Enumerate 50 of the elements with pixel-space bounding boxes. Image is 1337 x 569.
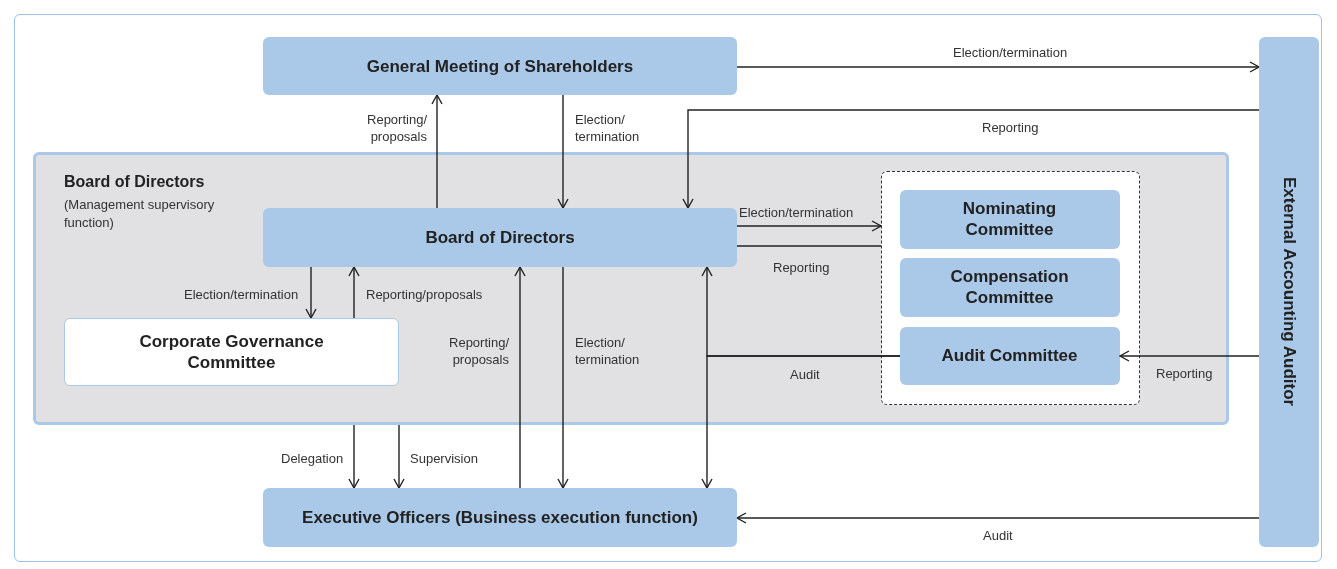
edge-label: Election/ termination: [575, 111, 641, 145]
connector-line: [736, 245, 882, 247]
arrow: [348, 266, 360, 319]
node-label: Board of Directors: [425, 227, 575, 248]
arrow: [701, 355, 901, 489]
committee-box: [899, 326, 1120, 385]
arrow: [393, 424, 405, 489]
arrow: [557, 94, 569, 209]
meeting-box: [263, 37, 737, 95]
edge-label: Reporting: [773, 259, 830, 276]
arrow: [305, 266, 317, 319]
arrow: [514, 266, 526, 489]
edge-label: Audit: [790, 366, 820, 383]
arrow: [736, 61, 1260, 73]
auditor-box: [1259, 37, 1319, 547]
arrow: [1119, 350, 1260, 362]
edge-label: Reporting/proposals: [366, 286, 483, 303]
edge-label: Reporting/ proposals: [448, 334, 509, 368]
arrow: [348, 424, 360, 489]
region-title: Board of Directors: [64, 173, 205, 191]
region-subtitle: (Management supervisory function): [64, 196, 216, 232]
arrow: [557, 266, 569, 489]
arrow: [682, 109, 1260, 209]
board-box: [263, 208, 737, 267]
executive-box: [263, 488, 737, 547]
edge-label: Supervision: [410, 450, 478, 467]
node-label: Nominating Committee: [961, 198, 1058, 240]
node-label: Compensation Committee: [949, 266, 1070, 308]
committee-group-box: [881, 171, 1140, 405]
node-label: External Accounting Auditor: [1278, 177, 1300, 407]
edge-label: Reporting: [1156, 365, 1213, 382]
node-label: Executive Officers (Business execution function): [302, 507, 698, 528]
arrow: [736, 512, 1260, 524]
node-label: Audit Committee: [941, 345, 1078, 366]
edge-label: Election/ termination: [575, 334, 641, 368]
arrow: [736, 220, 882, 232]
edge-label: Election/termination: [739, 204, 854, 221]
committee-box: [899, 257, 1120, 317]
node-label: General Meeting of Shareholders: [366, 55, 634, 77]
committee-box: [899, 189, 1120, 249]
edge-label: Election/termination: [953, 44, 1068, 61]
edge-label: Reporting/ proposals: [366, 111, 427, 145]
edge-label: Election/termination: [184, 286, 299, 303]
arrow: [431, 94, 443, 209]
board-region: [33, 152, 1229, 425]
node-label: Corporate Governance Committee: [138, 331, 325, 373]
edge-label: Delegation: [281, 450, 344, 467]
edge-label: Audit: [983, 527, 1013, 544]
committee-box: [64, 318, 399, 386]
edge-label: Reporting: [982, 119, 1039, 136]
